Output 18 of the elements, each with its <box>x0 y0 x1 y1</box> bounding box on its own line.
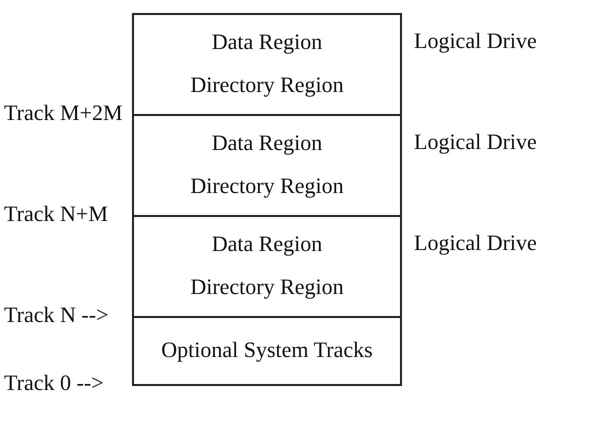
region-label: Data Region <box>210 230 324 257</box>
side-label: Logical Drive <box>414 129 537 155</box>
region-box <box>132 215 402 318</box>
region-label: Data Region <box>210 28 324 55</box>
region-label: Directory Region <box>189 72 345 98</box>
region-box <box>132 114 402 217</box>
track-label: Track 0 --> <box>4 370 104 396</box>
track-label: Track M+2M <box>4 100 123 126</box>
region-box <box>132 13 402 116</box>
region-label: Optional System Tracks <box>160 337 374 363</box>
region-label: Directory Region <box>189 274 345 300</box>
side-label: Logical Drive <box>414 230 537 256</box>
region-label: Directory Region <box>189 173 345 200</box>
track-label: Track N+M <box>4 201 108 227</box>
region-box <box>132 316 402 386</box>
region-label: Data Region <box>210 130 324 156</box>
side-label: Logical Drive <box>414 28 537 54</box>
track-label: Track N --> <box>4 302 108 328</box>
